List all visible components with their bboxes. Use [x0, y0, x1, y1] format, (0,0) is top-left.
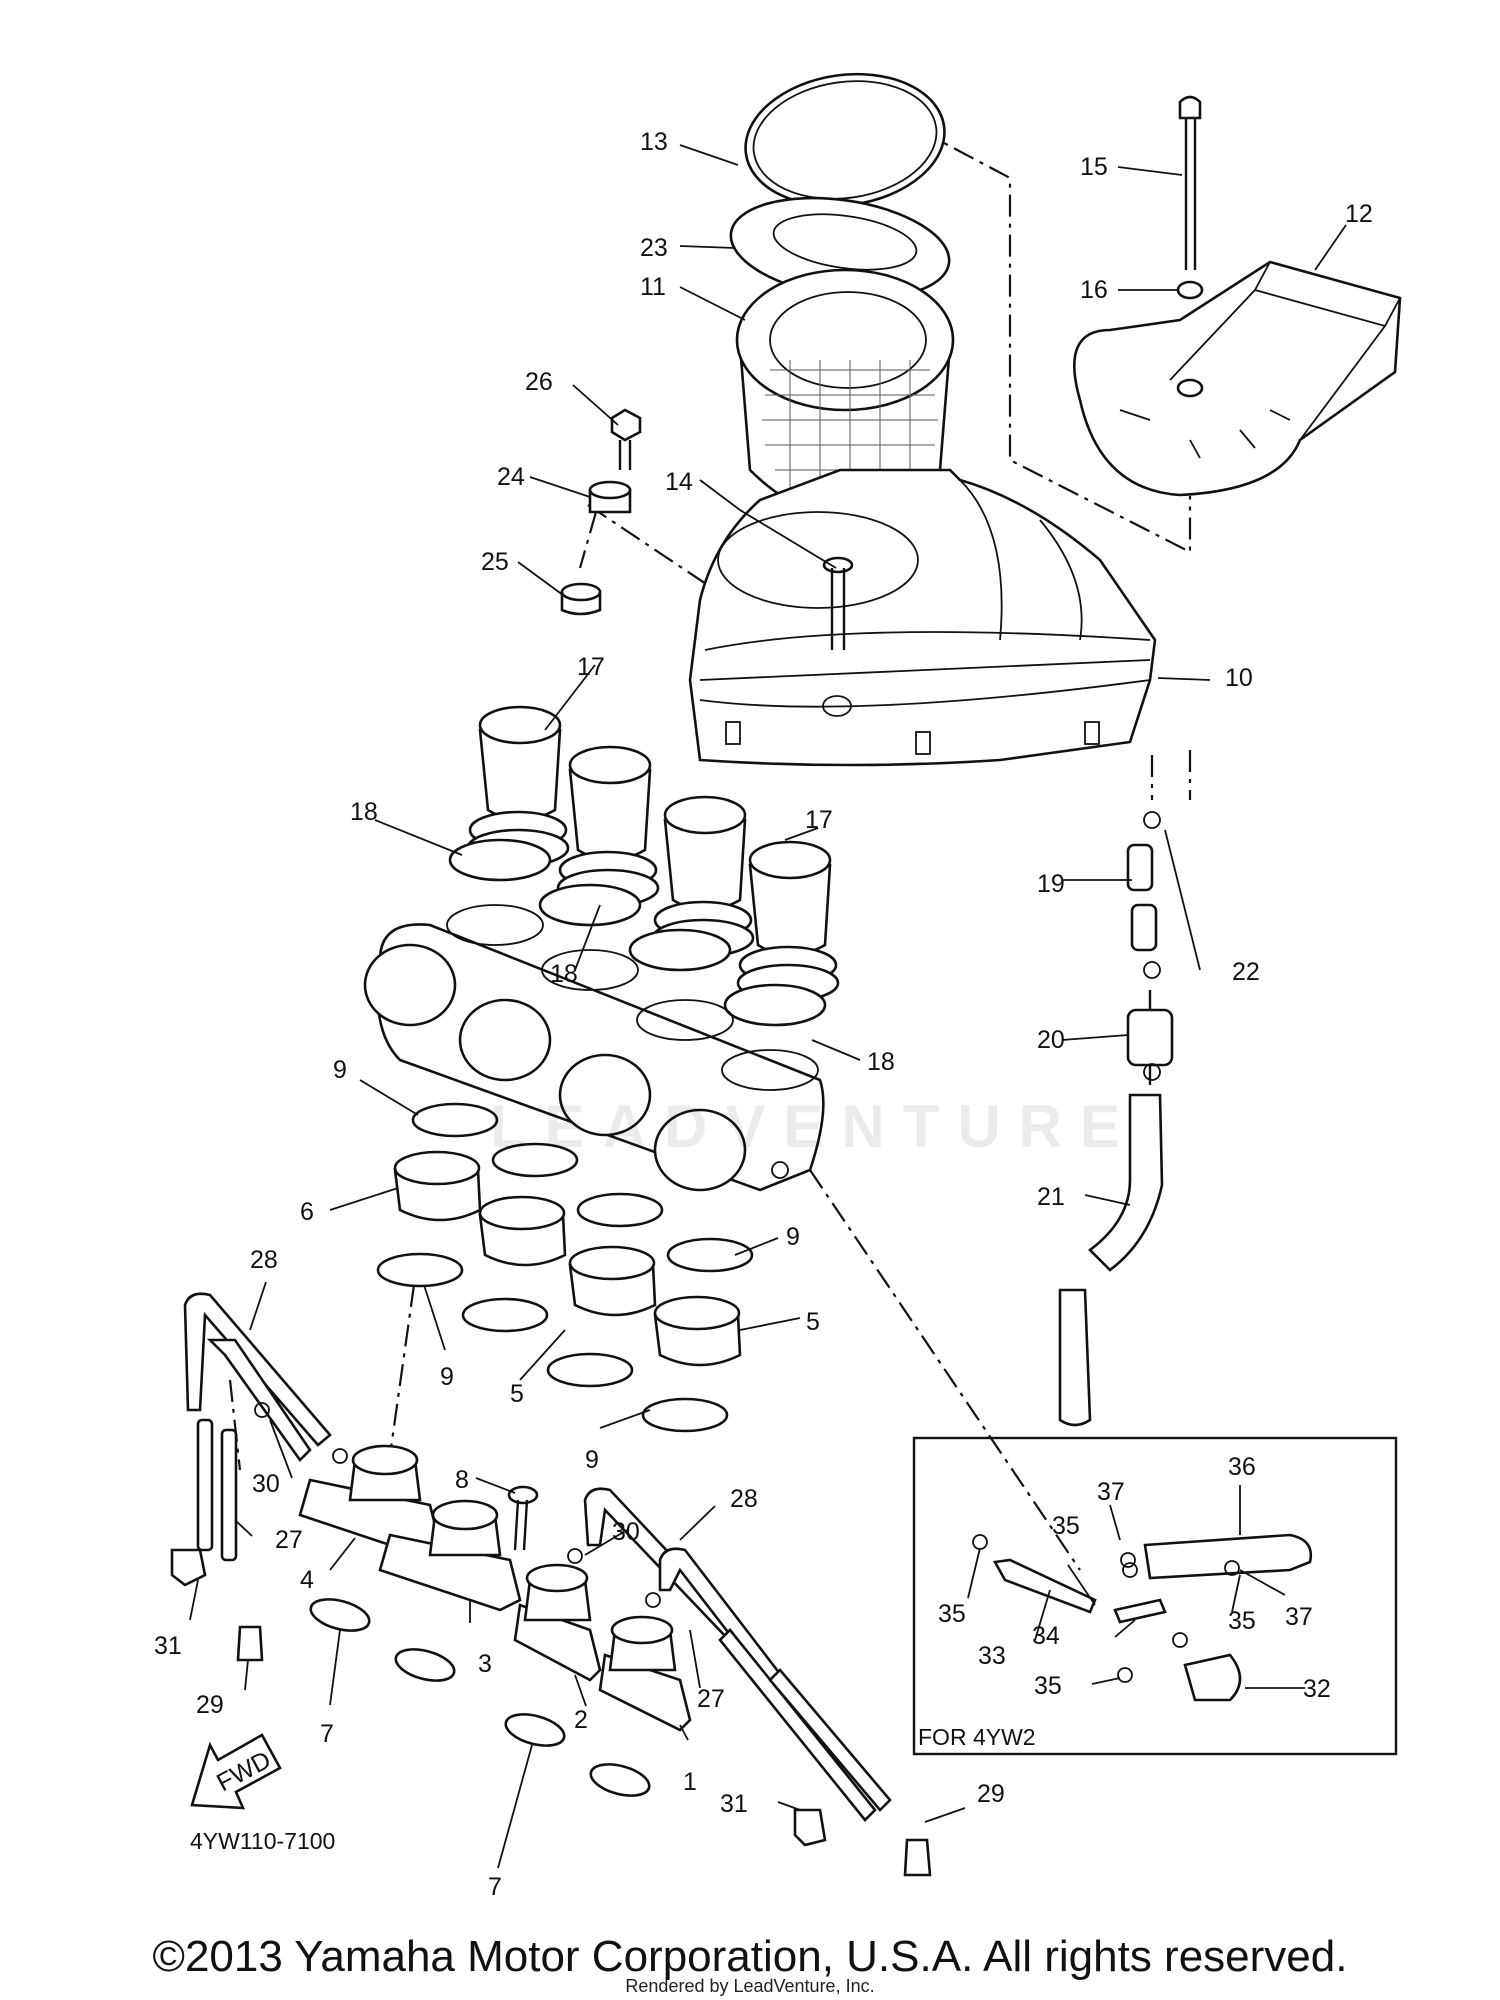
callout-34: 34 [1032, 1622, 1060, 1650]
callout-11: 11 [640, 273, 666, 301]
part-14-bolt [822, 556, 854, 650]
part-27-hose-left [196, 1418, 238, 1562]
funnel-2 [556, 745, 660, 908]
callout-24: 24 [497, 463, 525, 491]
part-5-joints [568, 1245, 742, 1367]
callout-5: 5 [806, 1308, 820, 1336]
part-2-manifold [513, 1563, 602, 1682]
callout-22: 22 [1232, 958, 1260, 986]
callout-27: 27 [275, 1526, 303, 1554]
callout-14: 14 [665, 468, 693, 496]
callout-18: 18 [550, 960, 578, 988]
callout-35: 35 [1228, 1607, 1256, 1635]
callout-37: 37 [1285, 1603, 1313, 1631]
part-1-manifold [598, 1615, 692, 1732]
callout-19: 19 [1037, 870, 1065, 898]
part-28-hose-left [183, 1292, 332, 1463]
callout-29: 29 [977, 1780, 1005, 1808]
callout-29: 29 [196, 1691, 224, 1719]
callout-2: 2 [574, 1706, 588, 1734]
part-15-long-bolt [1178, 95, 1202, 270]
leadventure-watermark: LEADVENTURE [490, 1093, 1139, 1160]
part-6-joints [393, 1150, 567, 1267]
part-10-air-box-case [688, 468, 1157, 767]
part-7-gaskets [309, 1598, 651, 1797]
callout-28: 28 [730, 1485, 758, 1513]
copyright-notice: ©2013 Yamaha Motor Corporation, U.S.A. A… [152, 1932, 1348, 1981]
callout-9: 9 [333, 1056, 347, 1084]
callout-13: 13 [640, 128, 668, 156]
part-4-manifold [298, 1444, 442, 1557]
funnel-4 [736, 840, 840, 1003]
part-25-collar [560, 582, 602, 616]
callout-4: 4 [300, 1566, 314, 1594]
part-26-bolt [610, 408, 642, 470]
callout-10: 10 [1225, 664, 1253, 692]
callout-35: 35 [938, 1600, 966, 1628]
callout-9: 9 [786, 1223, 800, 1251]
callout-16: 16 [1080, 276, 1108, 304]
part-27-hose-right [718, 1628, 892, 1822]
inset-caption: FOR 4YW2 [918, 1724, 1036, 1750]
part-3-manifold [378, 1499, 522, 1612]
callout-27: 27 [697, 1685, 725, 1713]
part-31-clamps [170, 1548, 827, 1847]
callout-9: 9 [585, 1446, 599, 1474]
callout-12: 12 [1345, 200, 1373, 228]
callout-23: 23 [640, 234, 668, 262]
callout-15: 15 [1080, 153, 1108, 181]
callout-35: 35 [1052, 1512, 1080, 1540]
callout-8: 8 [455, 1466, 469, 1494]
callout-18: 18 [350, 798, 378, 826]
carburetor-assembly [363, 904, 825, 1192]
callout-33: 33 [978, 1642, 1006, 1670]
forward-direction-arrow: FWD [190, 1733, 282, 1810]
callout-5: 5 [510, 1380, 524, 1408]
callout-31: 31 [720, 1790, 748, 1818]
callout-36: 36 [1228, 1453, 1256, 1481]
callout-35: 35 [1034, 1672, 1062, 1700]
part-24-grommet [588, 480, 632, 514]
callout-28: 28 [250, 1246, 278, 1274]
part-13-gasket [744, 72, 946, 208]
callout-17: 17 [805, 806, 833, 834]
rendered-by-notice: Rendered by LeadVenture, Inc. [625, 1976, 875, 1996]
callout-18: 18 [867, 1048, 895, 1076]
part-22-clips [1143, 811, 1161, 1081]
part-17-intake-funnels [466, 705, 840, 1003]
part-29-caps [236, 1625, 932, 1877]
callout-32: 32 [1303, 1675, 1331, 1703]
leader-lines [189, 144, 1347, 1869]
reference-code: 4YW110-7100 [190, 1828, 336, 1854]
callout-9: 9 [440, 1363, 454, 1391]
part-20-fuel-filter [1126, 990, 1174, 1085]
part-18-clamp-rings [448, 838, 827, 1027]
callout-21: 21 [1037, 1183, 1065, 1211]
callout-6: 6 [300, 1198, 314, 1226]
callout-30: 30 [252, 1470, 280, 1498]
callout-7: 7 [488, 1873, 502, 1901]
callout-37: 37 [1097, 1478, 1125, 1506]
callout-25: 25 [481, 548, 509, 576]
part-21-hose [1058, 1093, 1164, 1427]
part-8-bolt [507, 1485, 539, 1551]
callout-20: 20 [1037, 1026, 1065, 1054]
inset-4yw2 [912, 1436, 1398, 1756]
part-30-clips [254, 1402, 661, 1608]
part-19-hose [1126, 843, 1158, 952]
callout-30: 30 [612, 1518, 640, 1546]
callout-3: 3 [478, 1650, 492, 1678]
callout-1: 1 [683, 1768, 697, 1796]
callout-26: 26 [525, 368, 553, 396]
part-9-clamps [376, 1102, 754, 1433]
callout-7: 7 [320, 1720, 334, 1748]
part-12-air-box-cover [1072, 260, 1402, 497]
callout-17: 17 [577, 653, 605, 681]
callout-31: 31 [154, 1632, 182, 1660]
